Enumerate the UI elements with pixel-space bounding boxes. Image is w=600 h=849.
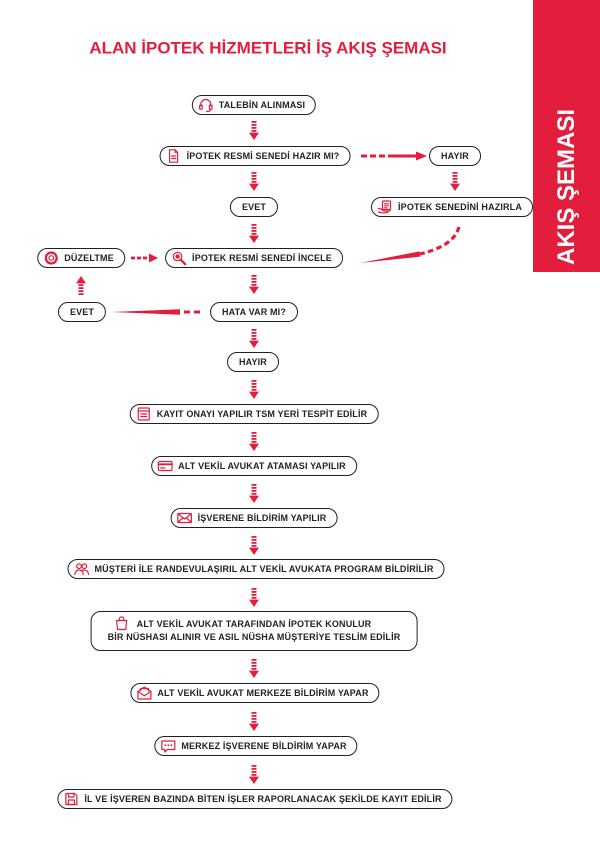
decision-senet-hazir-mi: İPOTEK RESMİ SENEDİ HAZIR MI?	[159, 146, 351, 166]
decision-senet-hazir-mi-label: İPOTEK RESMİ SENEDİ HAZIR MI?	[186, 150, 340, 161]
answer-evet-hata: EVET	[57, 302, 107, 322]
arrow-evet-to-incele	[249, 224, 259, 243]
step-senedi-incele-label: İPOTEK RESMİ SENEDİ İNCELE	[192, 252, 332, 263]
arrow-randevu-to-ipotek-konulur	[249, 588, 259, 607]
bag-icon	[114, 615, 130, 631]
step-ipotek-konulur: ALT VEKİL AVUKAT TARAFINDAN İPOTEK KONUL…	[90, 611, 418, 651]
step-ipotek-konulur-line-2: BİR NÜSHASI ALINIR VE ASIL NÜSHA MÜŞTERİ…	[107, 632, 401, 642]
open-envelope-icon	[136, 685, 152, 701]
step-senedi-hazirla: İPOTEK SENEDİNİ HAZIRLA	[371, 197, 533, 217]
answer-evet-senet: EVET	[229, 197, 279, 217]
magnifier-icon	[171, 250, 187, 266]
answer-evet-hata-label: EVET	[69, 306, 95, 317]
step-raporlama: İL VE İŞVEREN BAZINDA BİTEN İŞLER RAPORL…	[57, 789, 453, 809]
answer-evet-senet-label: EVET	[241, 201, 267, 212]
answer-hayir-hata-label: HAYIR	[239, 356, 267, 367]
arrow-isverene-bildirim-to-randevu	[249, 536, 259, 555]
arrow-kayit-onayi-to-atama	[249, 432, 259, 451]
arrow-hazir-mi-to-hayir	[361, 151, 427, 161]
step-raporlama-label: İL VE İŞVEREN BAZINDA BİTEN İŞLER RAPORL…	[84, 793, 442, 804]
step-merkez-isverene-bildirim-label: MERKEZ İŞVERENE BİLDİRİM YAPAR	[181, 740, 347, 751]
form-icon	[136, 406, 152, 422]
step-alt-vekil-atama-label: ALT VEKİL AVUKAT ATAMASI YAPILIR	[178, 460, 346, 471]
step-randevu-label: MÜŞTERİ İLE RANDEVULAŞIRIL ALT VEKİL AVU…	[94, 563, 434, 574]
headset-icon	[198, 97, 214, 113]
step-merkez-isverene-bildirim: MERKEZ İŞVERENE BİLDİRİM YAPAR	[154, 736, 358, 756]
answer-hayir-hata: HAYIR	[227, 352, 279, 372]
step-merkeze-bildirim: ALT VEKİL AVUKAT MERKEZE BİLDİRİM YAPAR	[130, 683, 380, 703]
document-icon	[166, 148, 182, 164]
decision-hata-var-mi-label: HATA VAR MI?	[222, 306, 286, 317]
arrow-incele-to-hata-var-mi	[249, 275, 259, 294]
card-icon	[157, 458, 173, 474]
step-ipotek-konulur-line-1: ALT VEKİL AVUKAT TARAFINDAN İPOTEK KONUL…	[136, 619, 372, 629]
people-icon	[74, 561, 90, 577]
step-talebin-alinmasi-label: TALEBİN ALINMASI	[218, 99, 306, 110]
decision-hata-var-mi: HATA VAR MI?	[210, 302, 298, 322]
gear-icon	[43, 250, 59, 266]
hand-document-icon	[377, 199, 393, 215]
arrow-ipotek-konulur-to-merkeze-bildirim	[249, 659, 259, 678]
step-merkeze-bildirim-label: ALT VEKİL AVUKAT MERKEZE BİLDİRİM YAPAR	[157, 687, 369, 698]
step-alt-vekil-atama: ALT VEKİL AVUKAT ATAMASI YAPILIR	[151, 456, 357, 476]
arrow-duzeltme-to-incele	[131, 253, 158, 263]
step-randevu: MÜŞTERİ İLE RANDEVULAŞIRIL ALT VEKİL AVU…	[67, 559, 445, 579]
arrow-hazir-mi-to-evet	[249, 172, 259, 191]
step-isverene-bildirim-label: İŞVERENE BİLDİRİM YAPILIR	[197, 512, 327, 523]
step-duzeltme-label: DÜZELTME	[64, 252, 114, 263]
arrow-talep-to-hazir-mi	[249, 121, 259, 140]
chat-icon	[160, 738, 176, 754]
envelope-icon	[177, 510, 193, 526]
arrow-merkez-isverene-to-raporlama	[249, 765, 259, 784]
answer-hayir-senet-label: HAYIR	[441, 150, 469, 161]
arrow-hazirla-to-incele	[360, 226, 461, 263]
side-tab: AKIŞ ŞEMASI	[533, 0, 600, 272]
arrow-hata-var-mi-to-evet	[111, 309, 200, 315]
arrow-atama-to-isverene-bildirim	[249, 484, 259, 503]
arrow-evet-to-duzeltme	[76, 276, 86, 295]
arrow-merkeze-bildirim-to-merkez-isverene	[249, 712, 259, 731]
step-senedi-hazirla-label: İPOTEK SENEDİNİ HAZIRLA	[398, 201, 522, 212]
arrow-hata-var-mi-to-hayir	[249, 329, 259, 348]
step-duzeltme: DÜZELTME	[37, 248, 125, 268]
arrow-hayir-to-kayit-onayi	[249, 380, 259, 399]
step-isverene-bildirim: İŞVERENE BİLDİRİM YAPILIR	[170, 508, 338, 528]
arrow-hayir-to-hazirla	[450, 172, 460, 191]
step-kayit-onayi: KAYIT ONAYI YAPILIR TSM YERİ TESPİT EDİL…	[129, 404, 379, 424]
answer-hayir-senet: HAYIR	[429, 146, 481, 166]
page-title: ALAN İPOTEK HİZMETLERİ İŞ AKIŞ ŞEMASI	[89, 38, 447, 58]
save-icon	[63, 791, 79, 807]
step-senedi-incele: İPOTEK RESMİ SENEDİ İNCELE	[165, 248, 343, 268]
step-kayit-onayi-label: KAYIT ONAYI YAPILIR TSM YERİ TESPİT EDİL…	[156, 408, 368, 419]
step-talebin-alinmasi: TALEBİN ALINMASI	[191, 95, 317, 115]
